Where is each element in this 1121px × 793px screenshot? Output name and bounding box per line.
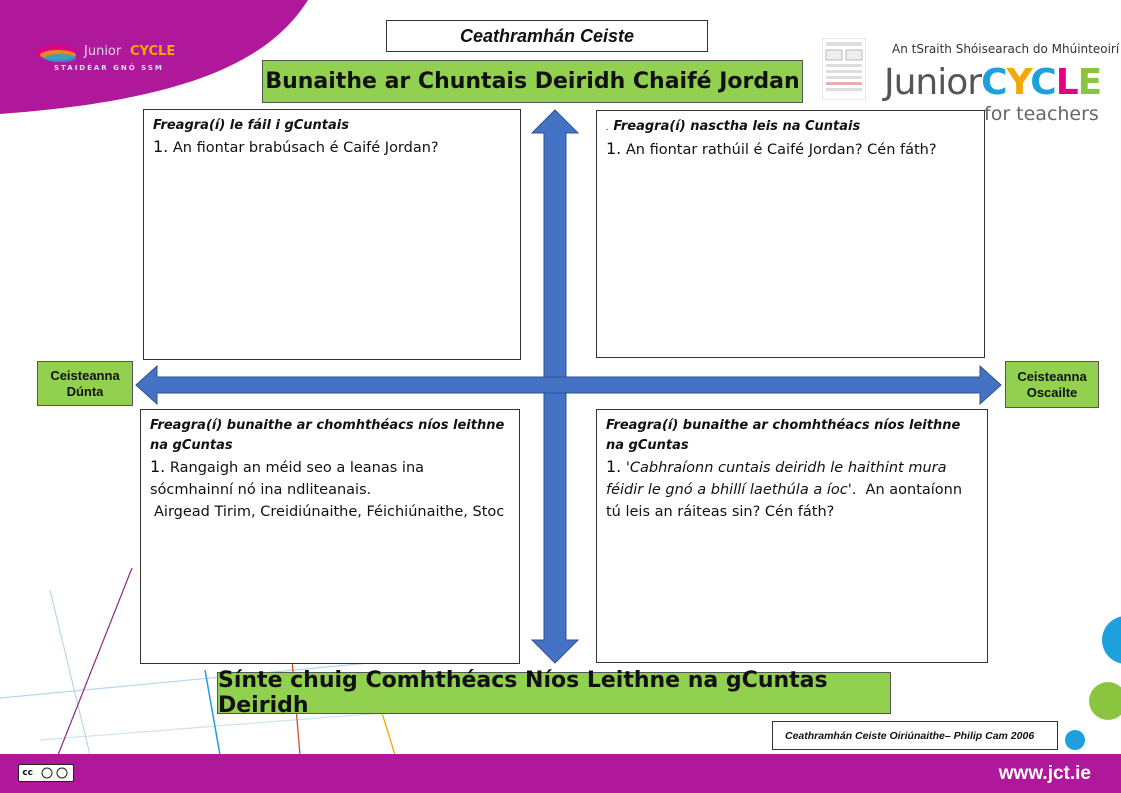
quote-text: Cabhraíonn cuntais deiridh le haithint m… [606,460,947,498]
quadrant-items: Airgead Tirim, Creidiúnaithe, Féichiúnai… [154,504,505,520]
heading-text: Freagra(í) nasctha leis na Cuntais [613,119,861,134]
logo-cycle-e: E [1077,62,1103,103]
credit-box: Ceathramhán Ceiste Oiriúnaithe– Philip C… [772,721,1058,750]
swirl-icon [36,45,76,62]
open-questions-label: Ceisteanna Oscailte [1005,361,1099,408]
left-logo-cycle: CYCLE [130,44,176,59]
question-text: Rangaigh an méid seo a leanas ina sócmha… [150,460,425,498]
creative-commons-icon: cc [18,764,74,782]
quadrant-heading: . Freagra(í) nasctha leis na Cuntais [606,117,975,138]
quadrant-top-right: . Freagra(í) nasctha leis na Cuntais 1. … [596,110,985,358]
question-text: An fiontar brabúsach é Caifé Jordan? [172,140,439,156]
quote-open: ' [625,460,630,476]
quadrant-question: 1. An fiontar rathúil é Caifé Jordan? Cé… [606,138,975,161]
footer-website-link[interactable]: www.jct.ie [998,763,1091,784]
question-number: 1. [606,457,622,476]
question-number: 1. [606,139,622,158]
quadrant-question: 1. 'Cabhraíonn cuntais deiridh le haithi… [606,456,978,523]
decorative-circles [1065,616,1121,750]
left-logo-subtitle: STAIDÉAR GNÓ SSM [54,64,164,72]
question-number: 1. [150,457,166,476]
magenta-swoosh-decoration [0,0,308,114]
top-banner: Bunaithe ar Chuntais Deiridh Chaifé Jord… [262,60,803,103]
logo-cycle-c2: C [1030,62,1056,103]
logo-cycle-l: L [1055,62,1079,103]
quadrant-bottom-left: Freagra(í) bunaithe ar chomhthéacs níos … [140,409,520,664]
document-thumbnail-icon [822,38,866,100]
closed-label-line1: Ceisteanna [50,367,120,383]
cc-label: cc [22,768,33,778]
quadrant-heading: Freagra(í) bunaithe ar chomhthéacs níos … [606,418,961,453]
heading-prefix: . [606,123,609,133]
by-nc-icon [41,767,68,779]
quadrant-question: 1. An fiontar brabúsach é Caifé Jordan? [153,136,511,159]
footer-bar [0,754,1121,793]
question-text: An aontaíonn tú leis an ráiteas sin? Cén… [606,482,963,520]
decorative-lines [0,567,420,756]
bottom-banner: Sínte chuig Comhthéacs Níos Leithne na g… [217,668,891,718]
junior-cycle-business-logo: Junior CYCLE STAIDÉAR GNÓ SSM [32,40,202,76]
question-text: An fiontar rathúil é Caifé Jordan? Cén f… [625,142,937,158]
logo-cycle-c1: C [981,62,1007,103]
closed-label-line2: Dúnta [66,383,104,399]
quadrant-bottom-right: Freagra(í) bunaithe ar chomhthéacs níos … [596,409,988,663]
logo-tagline: An tSraith Shóisearach do Mhúinteoirí [892,42,1120,56]
question-number: 1. [153,137,169,156]
quadrant-top-left: Freagra(í) le fáil i gCuntais 1. An fion… [143,109,521,360]
left-logo-junior: Junior [84,44,122,59]
page-title: Ceathramhán Ceiste [386,20,708,52]
quadrant-heading: Freagra(í) bunaithe ar chomhthéacs níos … [150,418,505,453]
logo-wordmark: JuniorCYCLE [884,62,1103,103]
horizontal-arrow [135,364,1002,406]
logo-for-teachers: for teachers [984,103,1099,125]
open-label-line1: Ceisteanna [1017,368,1087,384]
logo-cycle-y: Y [1006,62,1032,103]
quote-close: '. [847,482,857,498]
open-label-line2: Oscailte [1026,384,1078,400]
closed-questions-label: Ceisteanna Dúnta [37,361,133,406]
quadrant-question: 1. Rangaigh an méid seo a leanas ina sóc… [150,456,510,501]
logo-junior: Junior [884,62,982,103]
quadrant-heading: Freagra(í) le fáil i gCuntais [153,118,349,133]
